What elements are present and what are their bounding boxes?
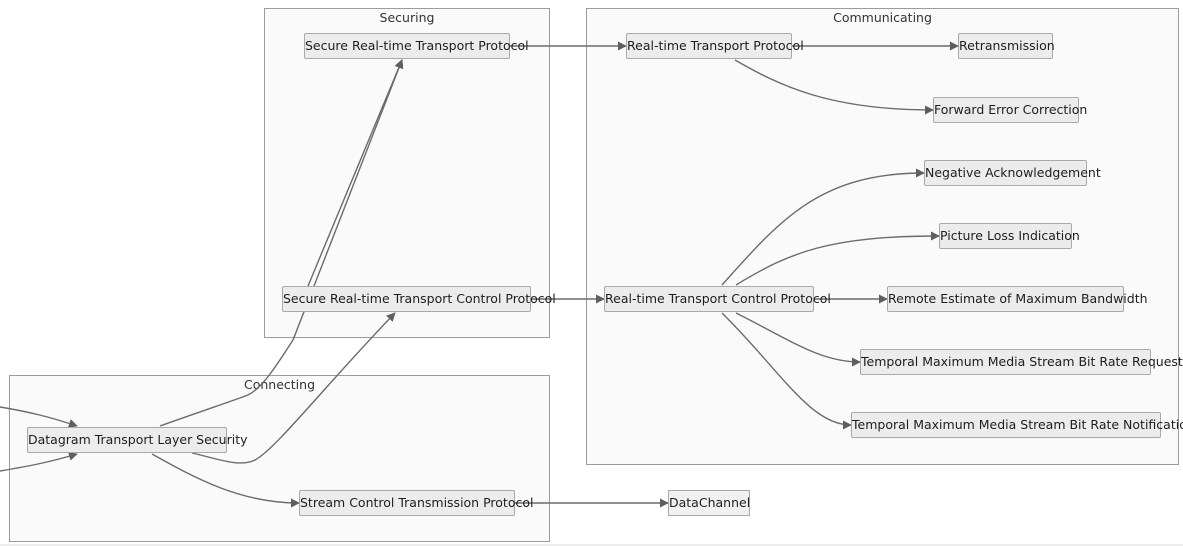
edge-dtls-to-sctp — [151, 453, 300, 508]
edge-rtcp-to-tmmbr — [735, 312, 861, 367]
group-securing-title: Securing — [379, 10, 435, 25]
node-tmmbn: Temporal Maximum Media Stream Bit Rate N… — [851, 412, 1183, 438]
bottom-edge-line — [0, 544, 1183, 546]
edge-rtcp-to-nack — [721, 168, 925, 286]
node-pli: Picture Loss Indication — [939, 223, 1080, 249]
node-sctp: Stream Control Transmission Protocol — [299, 490, 533, 516]
group-communicating: Communicating — [586, 8, 1179, 465]
node-datachannel: DataChannel — [668, 490, 750, 516]
node-fec: Forward Error Correction — [933, 97, 1087, 123]
node-rtcp: Real-time Transport Control Protocol — [604, 286, 831, 312]
edge-rtcp-to-tmmbn — [721, 312, 852, 430]
node-rtp: Real-time Transport Protocol — [626, 33, 804, 59]
edge-incoming-to-dtls-bottom — [0, 451, 78, 472]
edge-incoming-to-dtls-top — [0, 406, 78, 428]
edge-rtp-to-fec — [734, 59, 934, 115]
node-retransmission: Retransmission — [958, 33, 1055, 59]
group-connecting-title: Connecting — [243, 377, 315, 392]
node-srtcp: Secure Real-time Transport Control Proto… — [282, 286, 556, 312]
node-dtls: Datagram Transport Layer Security — [27, 427, 248, 453]
group-communicating-title: Communicating — [833, 10, 932, 25]
edge-dtls-to-srtcp — [191, 312, 396, 464]
edge-rtcp-to-pli — [735, 231, 940, 286]
node-remb: Remote Estimate of Maximum Bandwidth — [887, 286, 1148, 312]
group-securing: Securing — [264, 8, 550, 338]
node-nack: Negative Acknowledgement — [924, 160, 1101, 186]
node-srtp: Secure Real-time Transport Protocol — [304, 33, 529, 59]
node-tmmbr: Temporal Maximum Media Stream Bit Rate R… — [860, 349, 1183, 375]
edge-dtls-to-srtp — [159, 59, 404, 427]
edge-srtcp-to-srtp — [307, 59, 404, 287]
